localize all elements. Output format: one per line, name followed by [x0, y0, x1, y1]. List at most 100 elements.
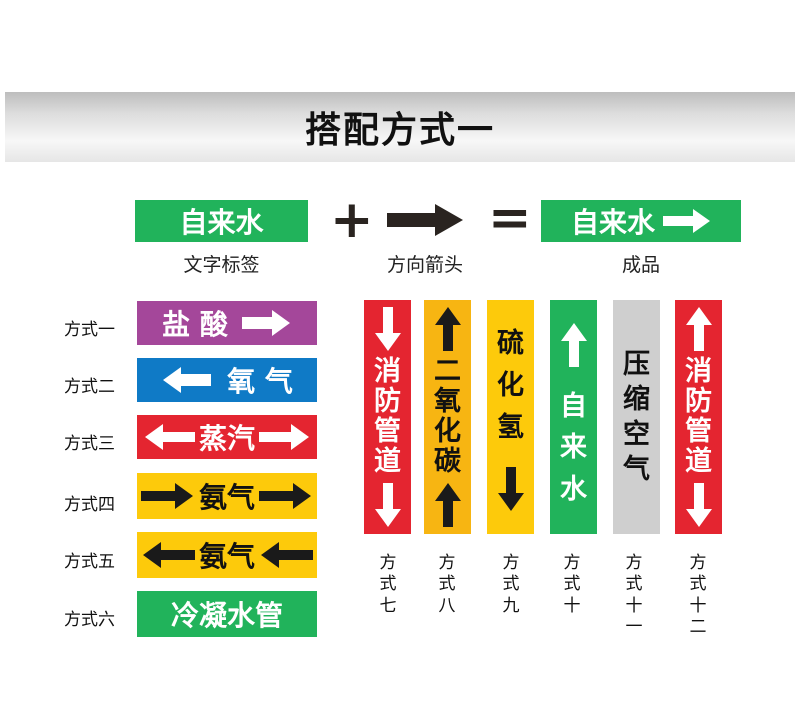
direction-arrow-sample	[387, 204, 465, 240]
arrow-right-icon	[259, 424, 309, 450]
arrow-right-icon	[259, 483, 311, 509]
char: 方	[438, 553, 456, 573]
style-9-text: 硫 化 氢	[497, 323, 524, 449]
style-7-label: 消 防 管 道	[364, 300, 411, 534]
result-caption: 成品	[621, 254, 660, 276]
arrow-down-icon	[497, 467, 524, 512]
char: 式	[563, 574, 581, 595]
char: 方	[689, 553, 707, 573]
style-7-text: 消 防 管 道	[374, 355, 401, 478]
style-11-name: 方 式 十 一	[619, 553, 649, 638]
style-2-label: 氧 气	[137, 358, 317, 402]
arrow-down-icon	[374, 483, 401, 528]
char: 硫	[497, 327, 524, 359]
char: 式	[502, 574, 520, 595]
style-10-text: 自 来 水	[560, 386, 587, 512]
char: 十	[563, 595, 581, 616]
arrow-left-icon	[163, 367, 212, 393]
style-6-label: 冷凝水管	[137, 591, 317, 637]
char: 空	[623, 419, 650, 450]
char: 碳	[434, 446, 461, 478]
char: 来	[560, 432, 587, 464]
style-10-label: 自 来 水	[550, 300, 597, 534]
style-4-text: 氨气	[198, 481, 255, 514]
style-11-label: 压 缩 空 气	[613, 300, 660, 534]
style-8-label: 二 氧 化 碳	[424, 300, 471, 534]
char: 消	[685, 355, 712, 387]
char: 管	[374, 416, 401, 447]
char: 方	[379, 553, 397, 573]
char: 道	[374, 446, 401, 478]
text-label-sample: 自来水	[135, 200, 308, 242]
char: 方	[563, 553, 581, 573]
arrow-right-icon	[140, 483, 193, 509]
arrow-right-icon	[663, 209, 710, 233]
char: 气	[623, 454, 650, 486]
plus-sign: +	[330, 190, 374, 250]
char: 一	[625, 616, 643, 637]
char: 九	[502, 595, 520, 616]
style-12-label: 消 防 管 道	[675, 300, 722, 534]
style-8-name: 方 式 八	[432, 553, 462, 617]
style-5-name: 方式五	[64, 552, 115, 572]
char: 十	[689, 595, 707, 616]
style-5-text: 氨气	[198, 540, 255, 573]
style-9-name: 方 式 九	[496, 553, 526, 617]
arrow-right-icon	[241, 310, 290, 336]
char: 消	[374, 355, 401, 387]
style-7-name: 方 式 七	[373, 553, 403, 617]
char: 化	[497, 369, 524, 401]
char: 防	[685, 385, 712, 417]
style-2-name: 方式二	[64, 377, 115, 397]
banner-title: 搭配方式一	[304, 110, 495, 151]
style-4-label: 氨气	[137, 473, 317, 519]
char: 式	[438, 574, 456, 595]
style-6-text: 冷凝水管	[170, 599, 283, 632]
style-9-label: 硫 化 氢	[487, 300, 534, 534]
style-10-name: 方 式 十	[557, 553, 587, 617]
arrow-down-icon	[374, 306, 401, 351]
char: 式	[689, 574, 707, 595]
char: 化	[434, 416, 461, 447]
char: 氢	[497, 411, 524, 443]
style-1-name: 方式一	[64, 320, 115, 340]
result-label-sample: 自来水	[541, 200, 741, 242]
char: 二	[689, 616, 707, 637]
style-1-text: 盐 酸	[162, 308, 228, 341]
char: 八	[438, 595, 456, 616]
arrow-left-icon	[142, 542, 195, 568]
char: 方	[502, 553, 520, 573]
style-12-name: 方 式 十 二	[683, 553, 713, 638]
equals-sign: =	[488, 188, 532, 248]
char: 式	[625, 574, 643, 595]
style-11-text: 压 缩 空 气	[623, 347, 650, 487]
style-2-text: 氧 气	[227, 365, 293, 398]
char: 道	[685, 446, 712, 478]
style-3-name: 方式三	[64, 434, 115, 454]
arrow-up-icon	[434, 483, 461, 528]
style-5-label: 氨气	[137, 532, 317, 578]
text-label-caption: 文字标签	[183, 254, 260, 276]
style-3-text: 蒸汽	[198, 422, 255, 455]
char: 方	[625, 553, 643, 573]
title-banner: 搭配方式一	[5, 92, 795, 162]
char: 水	[560, 474, 587, 506]
arrow-left-icon	[144, 424, 195, 450]
char: 管	[685, 416, 712, 447]
arrow-left-icon	[261, 542, 313, 568]
style-4-name: 方式四	[64, 495, 115, 515]
arrow-down-icon	[685, 483, 712, 528]
arrow-right-icon	[387, 204, 463, 236]
char: 自	[560, 390, 587, 422]
style-8-text: 二 氧 化 碳	[434, 355, 461, 478]
char: 二	[434, 355, 461, 387]
char: 压	[623, 348, 650, 380]
char: 缩	[623, 383, 650, 415]
result-label-text: 自来水	[570, 206, 655, 239]
char: 十	[625, 595, 643, 616]
style-12-text: 消 防 管 道	[685, 355, 712, 478]
arrow-up-icon	[434, 306, 461, 351]
text-label-sample-text: 自来水	[179, 206, 264, 239]
char: 氧	[434, 385, 461, 417]
char: 式	[379, 574, 397, 595]
